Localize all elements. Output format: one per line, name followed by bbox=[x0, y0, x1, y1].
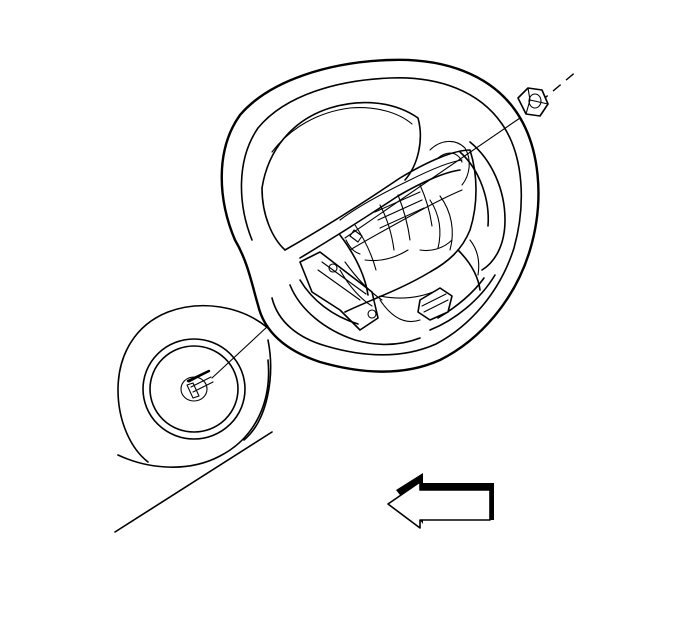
steering-wheel bbox=[220, 58, 540, 373]
steering-wheel-hub bbox=[284, 140, 481, 331]
arrow-left-icon bbox=[387, 473, 494, 529]
retaining-nut bbox=[344, 69, 579, 239]
airbag-module bbox=[114, 304, 273, 533]
mounting-stud bbox=[186, 325, 269, 399]
